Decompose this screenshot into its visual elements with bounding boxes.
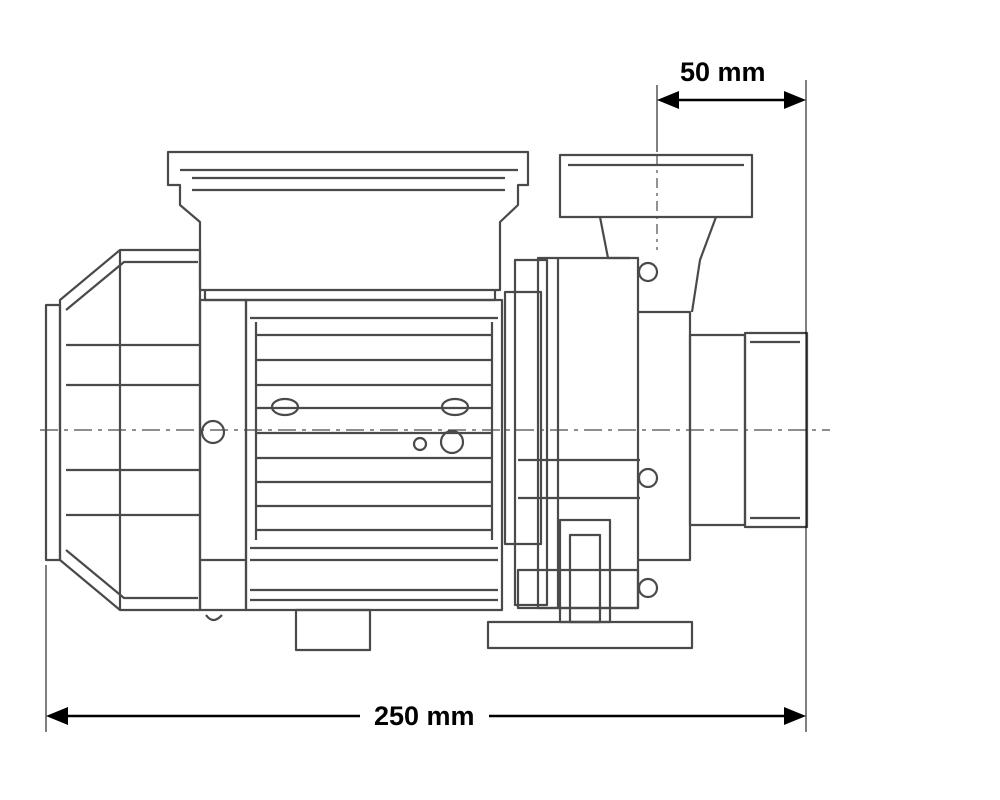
arrowhead-bottom-right (784, 707, 806, 725)
screw-head-fin-right (440, 397, 470, 417)
arrowhead-bottom-left (46, 707, 68, 725)
label-dot (412, 436, 428, 452)
rating-badge (439, 429, 465, 455)
arrowhead-top-left (657, 91, 679, 109)
arrowhead-top-right (784, 91, 806, 109)
motor-end-shield (198, 298, 248, 622)
discharge-outlet (558, 153, 754, 313)
suction-inlet (688, 331, 809, 529)
motor-foot (294, 608, 372, 652)
pump-casing (503, 256, 692, 610)
pump-foot (486, 518, 694, 650)
screw-head-left (200, 419, 226, 445)
screw-head-fin-left (270, 397, 300, 417)
overall-length-label: 250 mm (360, 700, 489, 732)
terminal-box (166, 150, 530, 302)
outlet-offset-label: 50 mm (680, 56, 766, 88)
motor-body (244, 298, 504, 612)
